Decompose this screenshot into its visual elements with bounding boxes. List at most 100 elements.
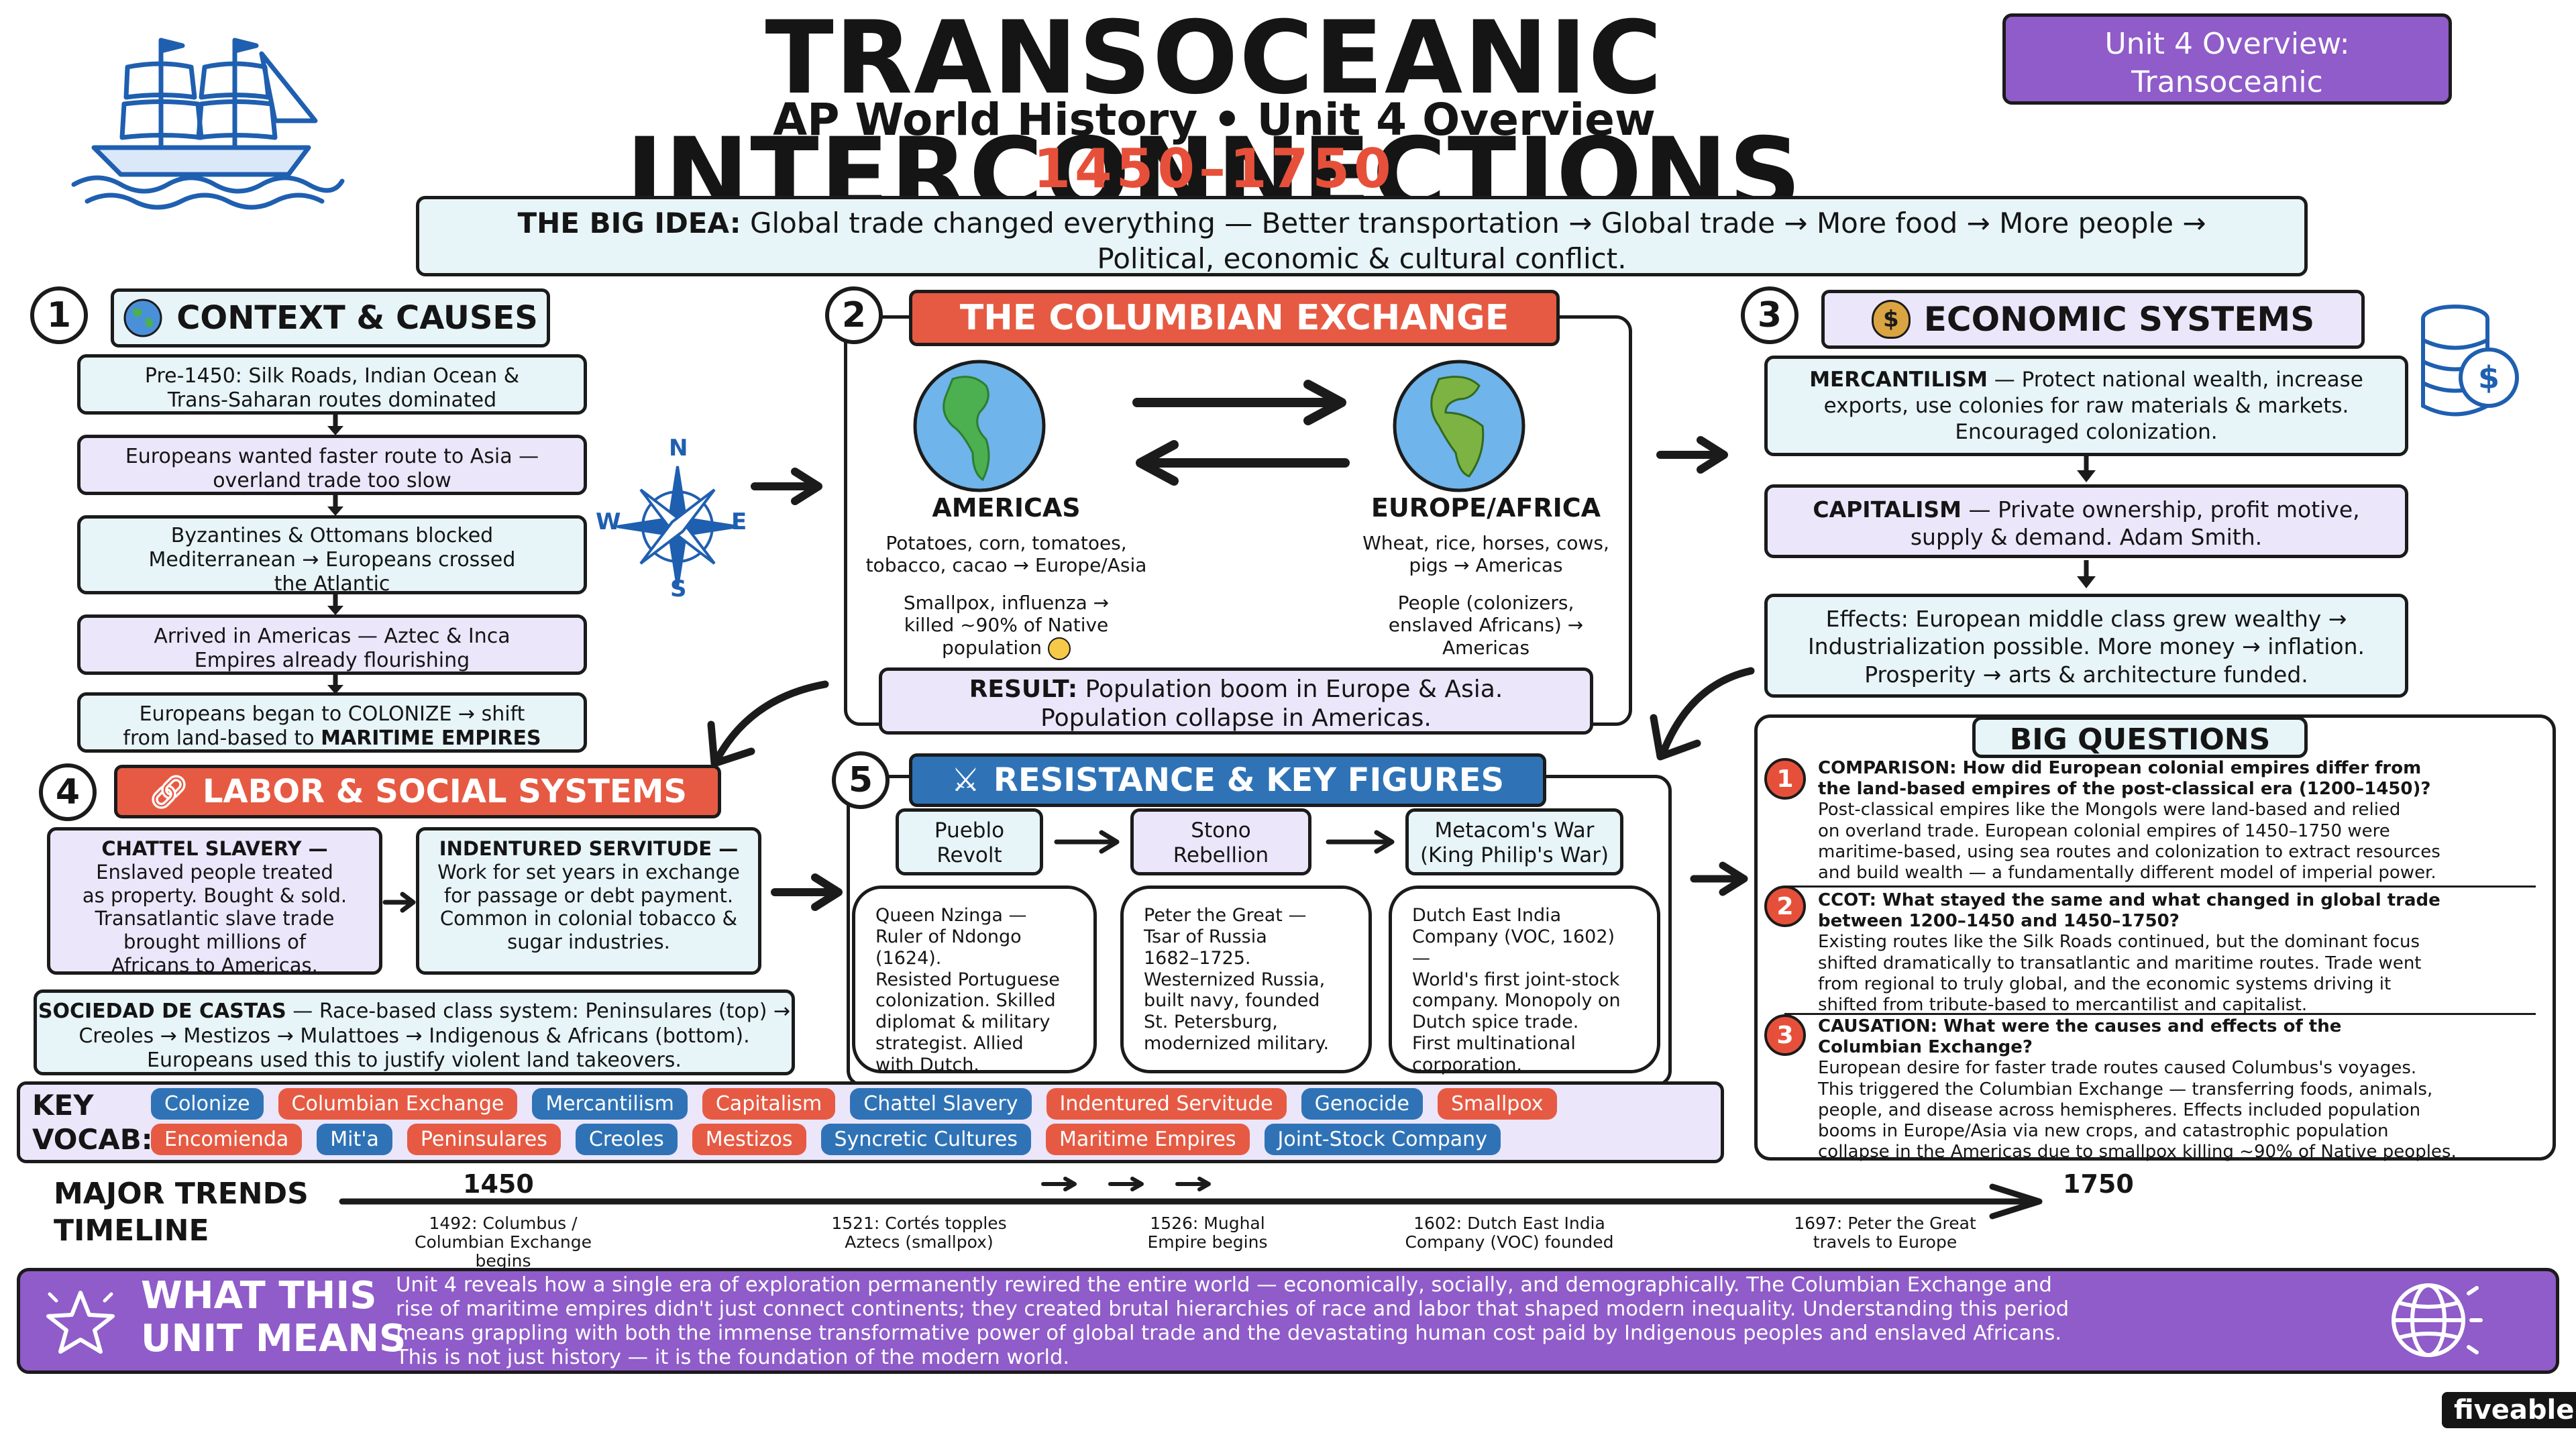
event-4-line-1: 1602: Dutch East India xyxy=(1413,1214,1605,1233)
vocab-term[interactable]: Mercantilism xyxy=(532,1088,688,1120)
arrow-chattel-to-indentured xyxy=(382,892,416,913)
peter-line-7: modernized military. xyxy=(1144,1033,1330,1055)
effects-line-1: Effects: European middle class grew weal… xyxy=(1825,606,2347,632)
big-idea-line-1: Global trade changed everything — Better… xyxy=(749,207,2206,239)
chattel-line-5: Africans to Americas. xyxy=(111,953,318,977)
resistance-header: ⚔︎ RESISTANCE & KEY FIGURES xyxy=(909,753,1546,807)
arrow-resistance-to-questions xyxy=(1690,861,1748,896)
world-globe-icon xyxy=(2392,1283,2483,1357)
chattel-slavery-box: CHATTEL SLAVERY — Enslaved people treate… xyxy=(47,827,382,977)
americas-globe-icon xyxy=(913,360,1046,492)
castas-line-1: — Race-based class system: Peninsulares … xyxy=(286,1000,791,1023)
chain-link-icon: 🔗︎ xyxy=(148,773,189,811)
effects-line-2: Industrialization possible. More money →… xyxy=(1807,633,2365,660)
voc-line-7: corporation. xyxy=(1412,1055,1523,1076)
q3-body-5: collapse in the Americas due to smallpox… xyxy=(1818,1142,2457,1163)
europe-line-3: People (colonizers, xyxy=(1397,591,1574,614)
castas-line-2: Creoles → Mestizos → Mulattoes → Indigen… xyxy=(78,1024,750,1048)
vocab-term[interactable]: Capitalism xyxy=(702,1088,836,1120)
mercantilism-line-3: Encouraged colonization. xyxy=(1955,419,2218,444)
question-2-number: 2 xyxy=(1764,885,1806,927)
vocab-term[interactable]: Peninsulares xyxy=(407,1124,561,1155)
revolt-metacom-line-1: Metacom's War xyxy=(1434,818,1595,843)
q1-body-3: maritime-based, using sea routes and col… xyxy=(1818,841,2440,862)
q1-head-1: COMPARISON: How did European colonial em… xyxy=(1818,758,2422,778)
vocab-term[interactable]: Creoles xyxy=(575,1124,678,1155)
result-line-1: Population boom in Europe & Asia. xyxy=(1085,676,1503,703)
meaning-line-3: means grappling with both the immense tr… xyxy=(396,1321,2062,1345)
peter-line-6: St. Petersburg, xyxy=(1144,1012,1278,1033)
americas-line-1: Potatoes, corn, tomatoes, xyxy=(885,531,1127,554)
nzinga-line-6: strategist. Allied xyxy=(875,1033,1024,1055)
revolt-arrows xyxy=(1054,830,1395,854)
big-questions-frame xyxy=(1754,714,2556,1161)
vocab-term[interactable]: Encomienda xyxy=(151,1124,303,1155)
context-step-1: Pre-1450: Silk Roads, Indian Ocean & Tra… xyxy=(77,354,587,415)
event-2-line-2: Aztecs (smallpox) xyxy=(845,1232,994,1252)
question-2: CCOT: What stayed the same and what chan… xyxy=(1818,890,2549,1016)
castas-line-3: Europeans used this to justify violent l… xyxy=(147,1049,682,1073)
event-4-line-2: Company (VOC) founded xyxy=(1405,1232,1614,1252)
arrow-exchange-to-labor xyxy=(707,680,829,767)
chattel-line-4: brought millions of xyxy=(123,930,307,954)
vocab-row-1: Colonize Columbian Exchange Mercantilism Ca… xyxy=(151,1088,1572,1120)
vocab-label: KEY VOCAB: xyxy=(32,1088,153,1157)
peter-line-3: 1682–1725. xyxy=(1144,947,1251,969)
peter-line-4: Westernized Russia, xyxy=(1144,969,1326,990)
vocab-term[interactable]: Syncretic Cultures xyxy=(820,1124,1031,1155)
nzinga-line-5: diplomat & military xyxy=(875,1012,1051,1033)
vocab-term[interactable]: Mestizos xyxy=(692,1124,806,1155)
vocab-term[interactable]: Colonize xyxy=(151,1088,264,1120)
vocab-term[interactable]: Genocide xyxy=(1301,1088,1423,1120)
q3-body-2: This triggered the Columbian Exchange — … xyxy=(1818,1079,2433,1099)
context-step-3-line-1: Byzantines & Ottomans blocked xyxy=(170,524,494,547)
revolt-pueblo: Pueblo Revolt xyxy=(896,808,1043,875)
page-years: 1450–1750 xyxy=(1033,138,1395,200)
question-1: COMPARISON: How did European colonial em… xyxy=(1818,758,2549,883)
vocab-term[interactable]: Maritime Empires xyxy=(1045,1124,1250,1155)
question-1-number: 1 xyxy=(1764,758,1806,800)
big-idea-line-2: Political, economic & cultural conflict. xyxy=(1097,241,1627,275)
vocab-term[interactable]: Indentured Servitude xyxy=(1046,1088,1287,1120)
meaning-line-4: This is not just history — it is the fou… xyxy=(396,1345,1070,1369)
revolt-stono: Stono Rebellion xyxy=(1130,808,1311,875)
unit-meaning-text: Unit 4 reveals how a single era of explo… xyxy=(396,1273,2408,1370)
nzinga-line-2: Ruler of Ndongo (1624). xyxy=(875,926,1022,969)
crossed-swords-icon: ⚔︎ xyxy=(951,761,980,799)
unit-meaning-label: WHAT THIS UNIT MEANS xyxy=(141,1274,406,1361)
context-step-1-line-1: Pre-1450: Silk Roads, Indian Ocean & xyxy=(144,364,520,388)
mercantilism-line-1: — Protect national wealth, increase xyxy=(1987,368,2363,392)
section-5-number: 5 xyxy=(832,751,890,809)
q3-head-2: Columbian Exchange? xyxy=(1818,1037,2033,1058)
meaning-line-2: rise of maritime empires didn't just con… xyxy=(396,1297,2070,1321)
indentured-line-2: for passage or debt payment. xyxy=(443,883,734,907)
vocab-term[interactable]: Joint-Stock Company xyxy=(1264,1124,1501,1155)
indentured-line-3: Common in colonial tobacco & xyxy=(439,907,738,930)
revolt-stono-line-1: Stono xyxy=(1191,818,1251,843)
q2-body-1: Existing routes like the Silk Roads cont… xyxy=(1818,932,2420,953)
vocab-term[interactable]: Chattel Slavery xyxy=(850,1088,1032,1120)
vocab-term[interactable]: Smallpox xyxy=(1437,1088,1557,1120)
arrow-labor-to-resistance xyxy=(771,873,843,911)
fiveable-logo: fiveable xyxy=(2442,1392,2576,1428)
q1-body-1: Post-classical empires like the Mongols … xyxy=(1818,800,2401,820)
big-idea-box: THE BIG IDEA: Global trade changed every… xyxy=(416,196,2308,276)
event-3-line-1: 1526: Mughal xyxy=(1150,1214,1265,1233)
q3-body-4: booms in Europe/Asia via new crops, and … xyxy=(1818,1120,2389,1141)
event-1-line-1: 1492: Columbus / xyxy=(429,1214,578,1233)
arrow-economic-to-questions xyxy=(1650,667,1755,761)
vocab-term[interactable]: Columbian Exchange xyxy=(278,1088,518,1120)
vocab-term[interactable]: Mit'a xyxy=(317,1124,392,1155)
timeline-event-1697: 1697: Peter the Great travels to Europe xyxy=(1758,1214,2012,1252)
svg-text:$: $ xyxy=(2478,360,2500,396)
money-bag-icon: $ xyxy=(1871,300,1911,339)
arrow-exchange-to-economic xyxy=(1656,436,1728,474)
context-title: CONTEXT & CAUSES xyxy=(176,299,538,337)
section-3-number: 3 xyxy=(1741,286,1799,344)
mercantilism-box: MERCANTILISM — Protect national wealth, … xyxy=(1764,356,2408,456)
revolt-metacom: Metacom's War (King Philip's War) xyxy=(1405,808,1623,875)
timeline-event-1492: 1492: Columbus / Columbian Exchange begi… xyxy=(396,1214,610,1271)
compass-s: S xyxy=(670,576,687,602)
question-3: CAUSATION: What were the causes and effe… xyxy=(1818,1016,2549,1163)
meaning-label-1: WHAT THIS xyxy=(141,1274,377,1318)
